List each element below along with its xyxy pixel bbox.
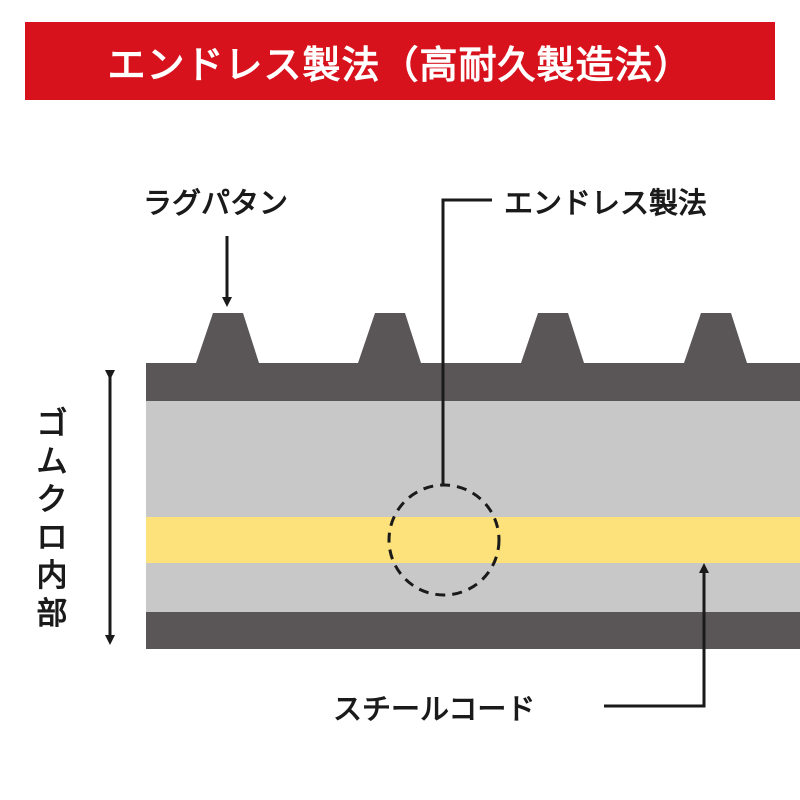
bottom-rubber-layer	[146, 612, 800, 649]
lug	[358, 313, 421, 363]
steel-cord-leader-line	[604, 563, 709, 708]
rubber-crawler-inner-label: ゴムクロ内部	[36, 406, 68, 632]
lug	[521, 313, 584, 363]
lug-pattern-label: ラグパタン	[143, 186, 289, 220]
top-rubber-layer	[146, 363, 800, 401]
endless-method-leader-line	[441, 198, 492, 484]
title-banner: エンドレス製法（高耐久製造法）	[25, 22, 775, 100]
steel-cord-layer	[146, 517, 800, 563]
lug	[684, 313, 747, 363]
endless-joint-highlight-circle	[387, 483, 501, 597]
endless-method-label: エンドレス製法	[504, 186, 708, 220]
page-title: エンドレス製法（高耐久製造法）	[107, 42, 693, 87]
lug-group	[196, 313, 747, 363]
steel-cord-label: スチールコード	[333, 692, 536, 726]
lug	[196, 313, 259, 363]
inner-rubber-layer-upper	[146, 401, 800, 517]
